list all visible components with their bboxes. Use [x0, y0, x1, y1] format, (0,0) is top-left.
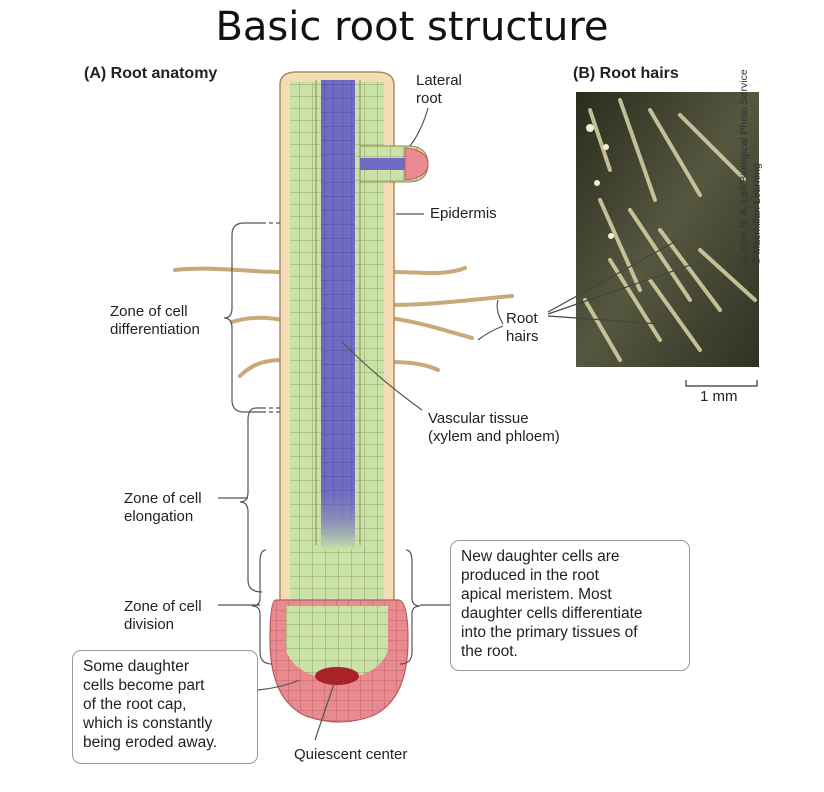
quiescent-center-label: Quiescent center — [294, 746, 408, 763]
scale-bar-label: 1 mm — [700, 388, 738, 405]
root-cap-callout: Some daughter cells become part of the r… — [72, 650, 258, 764]
meristem-callout: New daughter cells are produced in the r… — [450, 540, 690, 671]
scale-bar — [685, 380, 758, 387]
panel-b-label: (B) Root hairs — [573, 65, 679, 82]
zone-brackets — [223, 222, 421, 665]
epidermis-label: Epidermis — [430, 205, 497, 222]
root-cap — [269, 599, 409, 723]
root-hairs-pointer — [547, 239, 706, 325]
quiescent-center-mark — [315, 667, 359, 685]
leader-lines — [218, 107, 504, 741]
page-title: Basic root structure — [215, 4, 609, 50]
lateral-root — [359, 145, 429, 183]
panel-a-label: (A) Root anatomy — [84, 65, 218, 82]
root-hairs-photo — [576, 92, 759, 367]
photo-credit: © John N. A. Lott/Biological Photo Servi… — [738, 69, 763, 265]
vascular-tissue-label: Vascular tissue(xylem and phloem) — [428, 410, 560, 445]
root-hair-group — [173, 266, 514, 378]
